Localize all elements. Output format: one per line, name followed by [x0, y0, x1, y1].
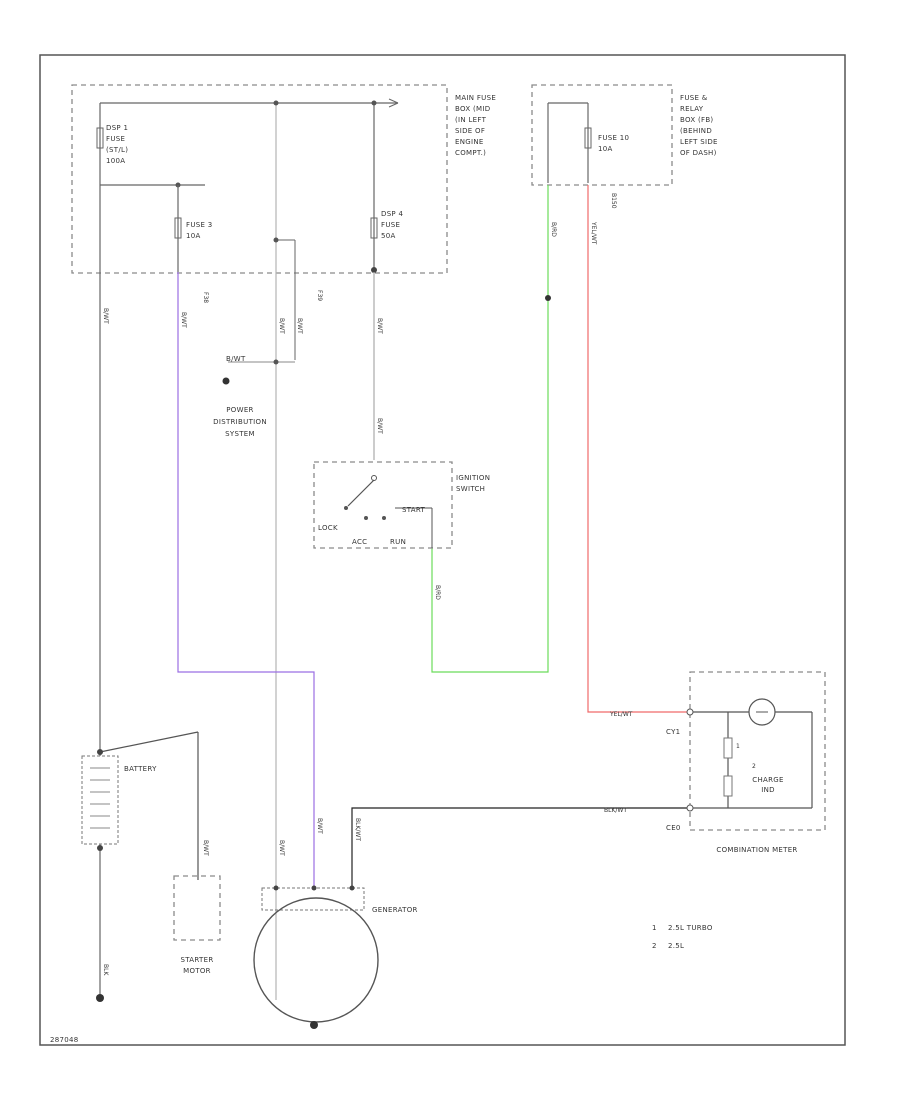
diagram-frame — [39, 54, 846, 1046]
wire-label-plus1: B/WT — [278, 318, 285, 334]
ignition-switch-title-2: SWITCH — [456, 485, 485, 493]
battery-symbol — [81, 755, 119, 845]
generator-symbol — [253, 897, 379, 1023]
ignition-switch: LOCK ACC RUN START IGNITION SWITCH — [313, 461, 490, 549]
combination-meter-label: COMBINATION METER — [716, 846, 797, 854]
main-fuse-box-title-6: COMPT.) — [455, 149, 486, 157]
wire-red — [587, 185, 690, 713]
ignition-switch-title-1: IGNITION — [456, 474, 490, 482]
fuse-10-label-2: 10A — [598, 145, 613, 153]
power-distribution-label-1: POWER — [226, 406, 253, 414]
wire-label-gen-b: BLK/WT — [354, 818, 361, 841]
meter-pin-bottom: CE0 — [666, 824, 681, 832]
combination-meter-outline — [689, 671, 826, 831]
wire-purple — [177, 272, 315, 888]
relay-box-title-3: BOX (FB) — [680, 116, 713, 124]
meter-pin-top: CY1 — [666, 728, 680, 736]
connector-f39: F39 — [316, 290, 323, 301]
charge-ind-label-1: CHARGE — [752, 776, 783, 784]
diagram-code: 287048 — [50, 1036, 79, 1044]
wire-label-plus2: B/WT — [296, 318, 303, 334]
meter-index-2: 2 — [752, 763, 756, 770]
ignition-position-start: START — [402, 506, 426, 514]
fuse-main-label-2: FUSE — [106, 135, 125, 143]
wire-green — [431, 185, 549, 673]
legend-num-2: 2 — [652, 942, 657, 950]
generator: GENERATOR — [253, 885, 418, 1029]
wire-label-batt: B/WT — [102, 308, 109, 324]
meter-index-1: 1 — [736, 743, 740, 750]
wire-label-green-top: B/RD — [550, 222, 557, 237]
fuse-main-label-1: DSP 1 — [106, 124, 128, 132]
starter-label-1: STARTER — [181, 956, 214, 964]
wire-label-gen-w: B/WT — [278, 840, 285, 856]
wire-label-red-bottom: YEL/WT — [609, 711, 633, 718]
legend: 1 2.5L TURBO 2 2.5L — [652, 924, 713, 950]
relay-box-title-6: OF DASH) — [680, 149, 717, 157]
wire-label-ground: BLK — [102, 964, 109, 976]
wire-label-black-meter: BLK/WT — [604, 807, 627, 814]
relay-box-title-5: LEFT SIDE — [680, 138, 718, 146]
fuse-3-label-1: FUSE 3 — [186, 221, 213, 229]
wire-label-green-bottom: B/RD — [434, 585, 441, 600]
connector-b150: B150 — [610, 193, 617, 209]
charge-ind-label-2: IND — [761, 786, 775, 794]
main-fuse-box-title-2: BOX (MID — [455, 105, 490, 113]
wire-generator-meter — [351, 807, 690, 888]
battery-ground-icon — [96, 994, 104, 1002]
wire-label-start: B/WT — [376, 418, 383, 434]
combination-meter: 1 2 CHARGE IND CY1 CE0 COMBINATION METER — [666, 671, 826, 854]
ignition-position-lock: LOCK — [318, 524, 338, 532]
generator-label: GENERATOR — [372, 906, 418, 914]
fuse-3-label-2: 10A — [186, 232, 201, 240]
main-fuse-box-title-5: ENGINE — [455, 138, 484, 146]
relay-box-title-1: FUSE & — [680, 94, 708, 102]
fuse-4-label-3: 50A — [381, 232, 396, 240]
legend-num-1: 1 — [652, 924, 657, 932]
starter-motor: STARTER MOTOR — [173, 875, 221, 975]
connector-f38: F38 — [202, 292, 209, 303]
wire-label-gen-l: B/WT — [316, 818, 323, 834]
fuse-4-label-1: DSP 4 — [381, 210, 403, 218]
generator-ground-icon — [310, 1021, 318, 1029]
starter-motor-outline — [173, 875, 221, 941]
fuse-10-label-1: FUSE 10 — [598, 134, 629, 142]
fuse-main-label-4: 100A — [106, 157, 125, 165]
ignition-position-run: RUN — [390, 538, 406, 546]
power-distribution-label-3: SYSTEM — [225, 430, 255, 438]
wire-label-red-top: YEL/WT — [590, 221, 597, 245]
battery-label: BATTERY — [124, 765, 157, 773]
legend-text-2: 2.5L — [668, 942, 684, 950]
relay-box-title-2: RELAY — [680, 105, 704, 113]
starter-label-2: MOTOR — [183, 967, 211, 975]
power-distribution-label-2: DISTRIBUTION — [213, 418, 267, 426]
main-fuse-box-title-1: MAIN FUSE — [455, 94, 496, 102]
legend-text-1: 2.5L TURBO — [668, 924, 713, 932]
relay-box-outline — [531, 84, 673, 186]
wire-label-fuse4: B/WT — [376, 318, 383, 334]
main-fuse-box-title-4: SIDE OF — [455, 127, 485, 135]
fuse-main-label-3: (ST/L) — [106, 146, 128, 154]
fuse-relay-box: FUSE 10 10A FUSE & RELAY BOX (FB) (BEHIN… — [531, 84, 718, 209]
wire-label-starter: B/WT — [202, 840, 209, 856]
ignition-switch-outline — [313, 461, 453, 549]
fuse-4-label-2: FUSE — [381, 221, 400, 229]
main-fuse-box-title-3: (IN LEFT — [455, 116, 487, 124]
relay-box-title-4: (BEHIND — [680, 127, 712, 135]
ignition-position-acc: ACC — [352, 538, 367, 546]
battery: BATTERY — [81, 731, 199, 1002]
start-terminal-dot — [222, 377, 230, 385]
start-terminal-label: B/WT — [226, 355, 246, 363]
wire-label-purple: B/WT — [180, 312, 187, 328]
main-fuse-box-outline — [71, 84, 448, 274]
